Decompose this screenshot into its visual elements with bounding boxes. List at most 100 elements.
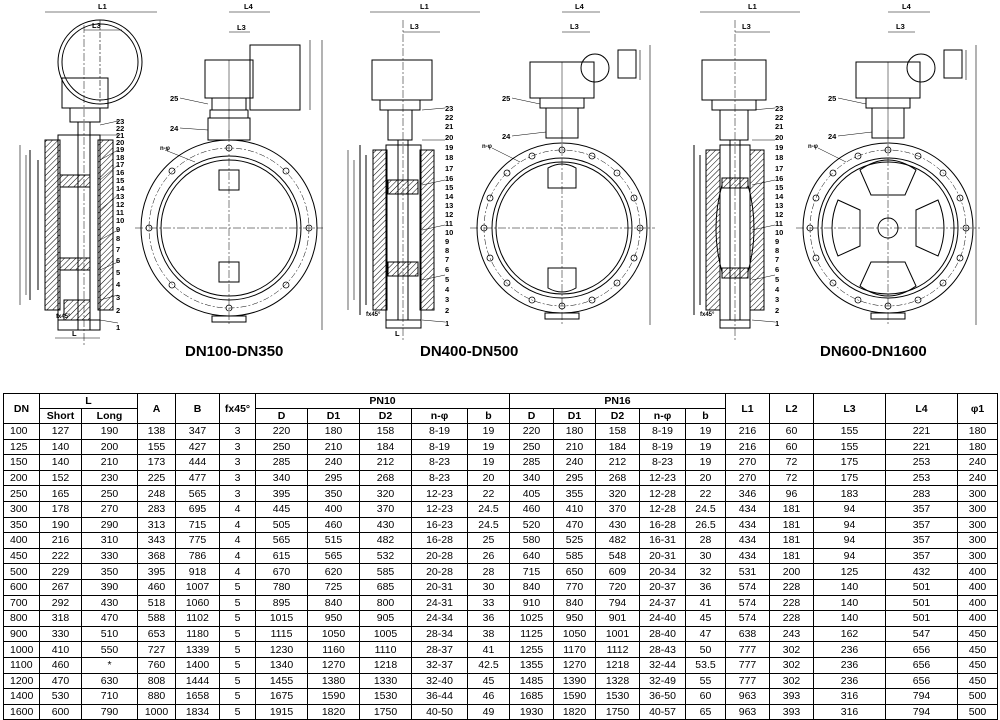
part-labels-1: 23 22 21 20 19 18 17 16 15 14 13 12 11 1…	[56, 2, 125, 338]
part-label: 18	[116, 153, 124, 162]
table-cell: 24-34	[411, 610, 469, 627]
table-cell: 400	[3, 532, 40, 549]
table-cell: 460	[307, 516, 361, 534]
table-cell: 1820	[307, 703, 361, 720]
part-label: 4	[116, 280, 121, 289]
table-cell: 1180	[175, 625, 221, 643]
table-cell: 125	[3, 438, 40, 456]
table-cell: 950	[307, 610, 361, 627]
table-cell: 794	[885, 703, 959, 720]
col-header-l: L	[38, 393, 139, 409]
table-cell: 1834	[175, 703, 221, 720]
table-cell: 165	[39, 485, 82, 502]
table-cell: 152	[39, 469, 82, 487]
table-cell: 427	[175, 438, 221, 456]
table-cell: 530	[39, 688, 82, 705]
dim-label-l1: L1	[420, 2, 429, 11]
table-cell: 240	[957, 469, 999, 487]
table-cell: 357	[885, 532, 959, 549]
table-cell: 181	[769, 532, 815, 549]
part-label: 16	[116, 168, 124, 177]
dimension-table: DN L A B fx45° PN10 PN16 L1 L2 L3 L4 φ1 …	[3, 393, 999, 720]
table-cell: 5	[219, 672, 257, 690]
table-cell: 150	[3, 454, 40, 471]
table-cell: 794	[595, 594, 641, 612]
table-cell: 5	[219, 641, 257, 658]
table-cell: 340	[509, 469, 555, 487]
dim-label-nphi: n-φ	[808, 144, 819, 150]
table-cell: 221	[885, 423, 959, 440]
table-cell: 253	[885, 469, 959, 487]
table-cell: 32	[685, 563, 727, 580]
table-cell: 350	[307, 485, 361, 502]
table-cell: 3	[219, 423, 257, 440]
side-view-dn400-500	[347, 11, 480, 340]
col-header-l2: L2	[769, 393, 815, 424]
table-cell: 450	[957, 656, 999, 674]
front-view-dn600-1600	[796, 11, 980, 325]
front-labels-1: 25 24 L4 L3 n-φ	[160, 2, 254, 152]
dim-label-l3: L3	[742, 22, 751, 31]
table-cell: 190	[39, 516, 82, 534]
table-cell: 216	[39, 532, 82, 549]
part-label: 19	[775, 143, 783, 152]
table-cell: 300	[957, 485, 999, 502]
table-cell: 8-23	[411, 454, 469, 471]
table-cell: 222	[39, 547, 82, 565]
table-cell: 20-28	[411, 547, 469, 565]
table-cell: 370	[359, 500, 413, 518]
table-cell: 1112	[595, 641, 641, 658]
table-cell: 41	[467, 641, 511, 658]
table-cell: 695	[175, 500, 221, 518]
table-cell: 368	[137, 547, 177, 565]
part-label-24: 24	[170, 124, 179, 133]
table-cell: *	[80, 656, 139, 674]
table-cell: 20	[467, 469, 511, 487]
table-cell: 450	[957, 625, 999, 643]
table-cell: 3	[219, 469, 257, 487]
table-cell: 720	[595, 578, 641, 596]
table-cell: 580	[509, 532, 555, 549]
table-cell: 94	[813, 532, 887, 549]
table-cell: 840	[553, 594, 597, 612]
table-cell: 1590	[553, 688, 597, 705]
table-cell: 775	[175, 532, 221, 549]
table-cell: 653	[137, 625, 177, 643]
col-header-pn10-d2: D2	[359, 408, 413, 424]
table-cell: 4	[219, 563, 257, 580]
part-label: 2	[116, 306, 120, 315]
part-label: 14	[775, 192, 784, 201]
table-cell: 267	[39, 578, 82, 596]
table-cell: 1600	[3, 703, 40, 720]
table-cell: 253	[885, 454, 959, 471]
part-label: 21	[116, 131, 124, 140]
table-cell: 501	[885, 594, 959, 612]
table-cell: 12-23	[411, 485, 469, 502]
table-cell: 216	[725, 423, 771, 440]
table-cell: 1390	[553, 672, 597, 690]
table-cell: 482	[359, 532, 413, 549]
table-cell: 300	[957, 532, 999, 549]
table-cell: 210	[307, 438, 361, 456]
table-cell: 1750	[359, 703, 413, 720]
table-cell: 216	[725, 438, 771, 456]
dim-label-l: L	[395, 329, 400, 338]
table-cell: 127	[39, 423, 82, 440]
table-cell: 210	[553, 438, 597, 456]
table-cell: 184	[359, 438, 413, 456]
part-label: 22	[775, 113, 783, 122]
part-label-25: 25	[502, 94, 510, 103]
table-cell: 94	[813, 500, 887, 518]
table-cell: 470	[553, 516, 597, 534]
table-cell: 155	[137, 438, 177, 456]
table-cell: 1218	[595, 656, 641, 674]
table-cell: 140	[813, 594, 887, 612]
table-cell: 500	[957, 688, 999, 705]
table-cell: 518	[137, 594, 177, 612]
table-cell: 19	[685, 454, 727, 471]
table-cell: 175	[813, 454, 887, 471]
table-cell: 20-31	[639, 547, 687, 565]
